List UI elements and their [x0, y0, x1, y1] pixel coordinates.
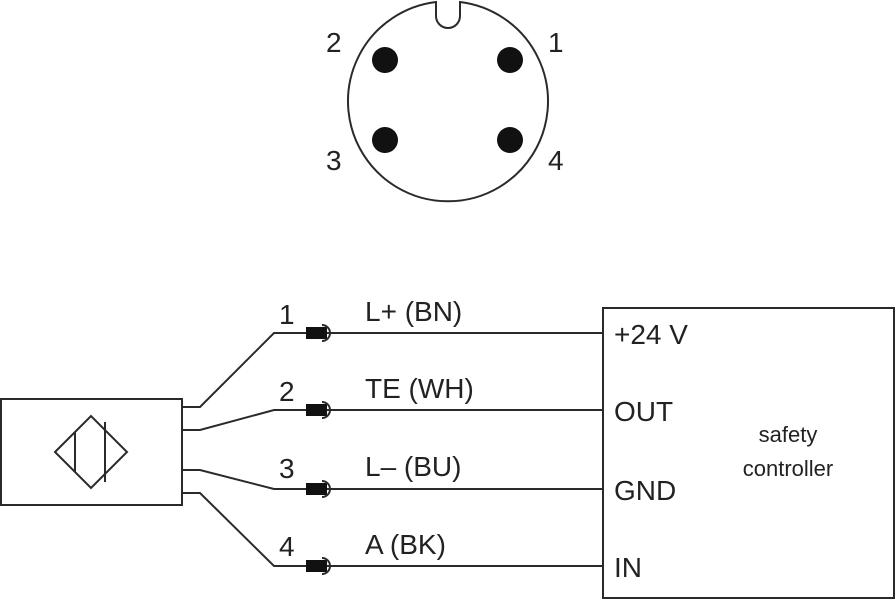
wire-2: 2 TE (WH): [182, 373, 603, 431]
wire-3: 3 L– (BU): [182, 451, 603, 498]
pin-2: [372, 47, 398, 73]
svg-text:1: 1: [279, 299, 295, 330]
pin-3: [372, 127, 398, 153]
pin-1: [497, 47, 523, 73]
sensor: [0, 398, 183, 506]
controller-title-2: controller: [743, 456, 833, 481]
wire-label: A (BK): [365, 529, 446, 560]
pin-label-4: 4: [548, 145, 564, 176]
wire-label: TE (WH): [365, 373, 474, 404]
pin-label-2: 2: [326, 27, 342, 58]
wire-label: L+ (BN): [365, 296, 462, 327]
safety-controller: +24 V OUT GND IN safety controller: [602, 307, 895, 599]
pin-4: [497, 127, 523, 153]
terminal-label: +24 V: [614, 319, 688, 350]
svg-text:2: 2: [279, 376, 295, 407]
wire-4: 4 A (BK): [182, 492, 603, 575]
wire-1: 1 L+ (BN): [182, 296, 603, 408]
pin-label-1: 1: [548, 27, 564, 58]
terminal-label: GND: [614, 475, 676, 506]
controller-title-1: safety: [759, 422, 818, 447]
svg-text:3: 3: [279, 453, 295, 484]
terminal-label: IN: [614, 552, 642, 583]
connector-face: 1 2 3 4: [326, 0, 564, 203]
wire-label: L– (BU): [365, 451, 461, 482]
svg-text:4: 4: [279, 531, 295, 562]
pin-label-3: 3: [326, 145, 342, 176]
terminal-label: OUT: [614, 396, 673, 427]
